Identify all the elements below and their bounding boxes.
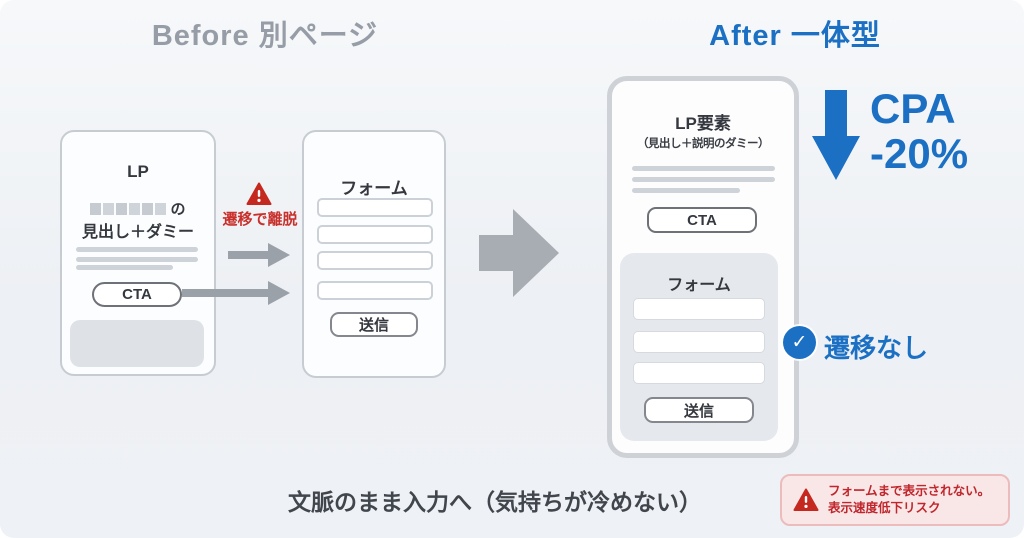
form-field[interactable] [317,281,433,300]
text-placeholder-line [632,166,775,171]
form-card-title: フォーム [340,179,408,198]
text-placeholder-line [632,188,740,193]
before-submit-button[interactable]: 送信 [330,312,418,337]
form-field[interactable] [317,251,433,270]
form-field[interactable] [317,198,433,217]
after-heading: After 一体型 [709,20,881,52]
before-heading: Before 別ページ [151,20,379,52]
form-field[interactable] [317,225,433,244]
after-card-subtitle: （見出し＋説明のダミー） [637,138,770,150]
warning-triangle-icon [246,182,272,205]
after-form-title: フォーム [667,277,731,294]
lp-card-title: LP [127,162,149,181]
after-form-section: フォーム 送信 [620,253,778,441]
bottom-caption: 文脈のまま入力へ（気持ちが冷めない） [288,489,702,515]
after-submit-button[interactable]: 送信 [644,397,754,423]
after-card-title: LP要素 [675,114,731,133]
no-transition-label: 遷移なし [824,333,929,363]
before-after-arrow-icon [479,209,559,297]
before-cta-button[interactable]: CTA [92,282,182,307]
text-placeholder-line [76,247,198,252]
check-glyph: ✓ [791,332,808,353]
transition-dropoff-label: 遷移で離脱 [222,211,298,228]
before-form-card: フォーム 送信 [302,130,446,378]
form-field[interactable] [633,298,765,320]
form-field[interactable] [633,331,765,353]
dummy-heading-blocks: の [62,198,214,219]
risk-note-line1: フォームまで表示されない。 [828,484,991,498]
right-arrow-icon [228,243,290,267]
after-integrated-card: LP要素 （見出し＋説明のダミー） CTA フォーム 送信 [607,76,799,458]
risk-note-text: フォームまで表示されない。 表示速度低下リスク [828,483,990,517]
text-placeholder-line [76,257,198,262]
dummy-suffix-text: の [170,201,186,218]
after-cta-button[interactable]: CTA [647,207,757,233]
check-icon: ✓ [783,326,816,359]
cpa-value: -20% [870,130,969,177]
risk-note-line2: 表示速度低下リスク [828,501,941,515]
text-placeholder-line [632,177,775,182]
cpa-down-arrow-icon [812,90,860,180]
cpa-label: CPA [870,85,956,132]
warning-triangle-icon [793,488,819,511]
form-field[interactable] [633,362,765,384]
lp-footer-placeholder [70,320,204,367]
dummy-caption-text: 見出し＋ダミー [81,224,194,241]
before-lp-card: LP の 見出し＋ダミー CTA [60,130,216,376]
cpa-annotation: CPA -20% [870,86,968,176]
risk-note-box: フォームまで表示されない。 表示速度低下リスク [780,474,1010,526]
text-placeholder-line [76,265,173,270]
cta-to-form-arrow-icon [182,281,290,305]
